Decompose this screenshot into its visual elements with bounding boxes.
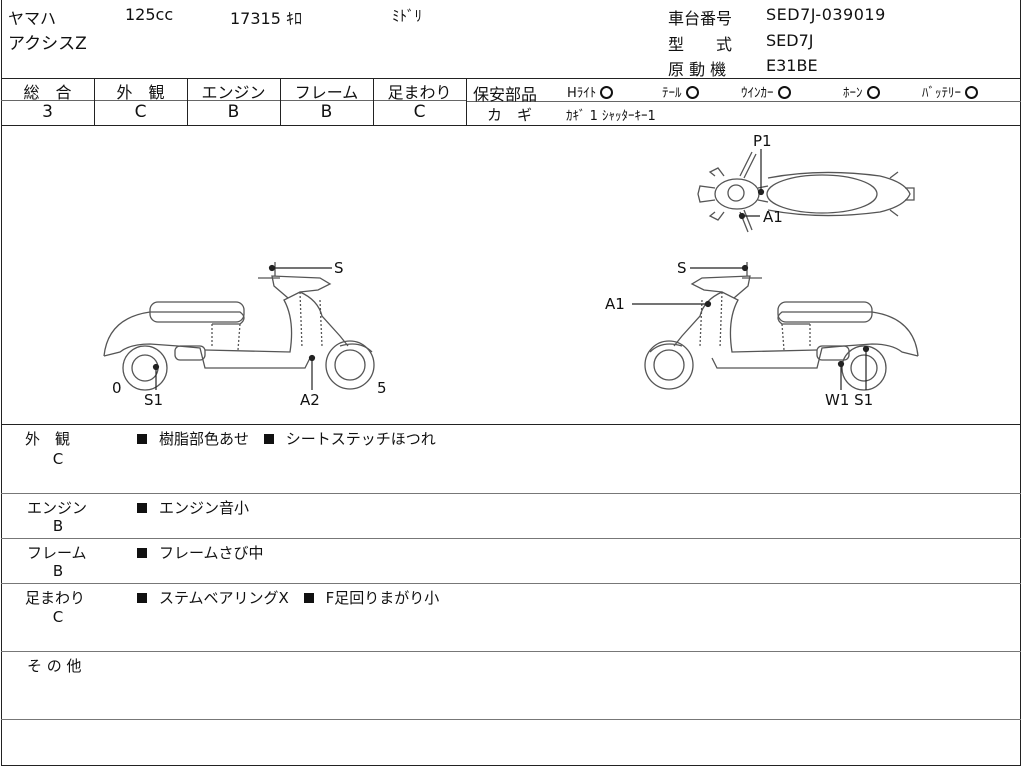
ok-circle-icon — [866, 86, 880, 99]
remark-notes-suspension: ステムベアリングX F足回りまがり小 — [137, 587, 439, 608]
remark-grade-frame: B — [52, 562, 64, 580]
bullet-square-icon — [137, 434, 147, 444]
bullet-square-icon — [303, 593, 314, 603]
remark-category-exterior: 外 観 — [25, 430, 71, 448]
ok-circle-icon — [777, 86, 791, 99]
remark-notes-engine: エンジン音小 — [137, 497, 249, 518]
engine-value: E31BE — [766, 56, 818, 75]
top-view-sketch — [697, 151, 915, 233]
ok-circle-icon — [600, 86, 614, 99]
remark-grade-exterior: C — [52, 450, 64, 468]
remark-grade-suspension: C — [52, 608, 64, 626]
key-value: ｶｷﾞ 1 ｼｬｯﾀｰｷｰ1 — [566, 109, 656, 124]
key-label: カ ギ — [487, 106, 533, 124]
grade-div-1 — [94, 78, 95, 125]
remark-note: 樹脂部色あせ — [159, 430, 250, 448]
safety-mid-rule — [467, 101, 1021, 102]
grade-div-4 — [373, 78, 374, 125]
type-label: 型 式 — [668, 35, 733, 54]
label-0: 0 — [112, 379, 122, 397]
grade-header-suspension: 足まわり — [387, 83, 452, 102]
grade-value-frame: B — [320, 102, 333, 122]
grade-header-exterior: 外 観 — [116, 83, 165, 102]
label-a1-right: A1 — [605, 295, 625, 313]
ok-circle-icon — [685, 86, 699, 99]
remarks-rule-4 — [1, 651, 1021, 652]
label-s-right: S — [677, 259, 687, 277]
grade-value-exterior: C — [134, 102, 147, 122]
remark-category-engine: エンジン — [27, 499, 88, 517]
remarks-rule-5 — [1, 719, 1021, 720]
grade-value-suspension: C — [413, 102, 426, 122]
safety-item-label: Hﾗｲﾄ — [567, 86, 597, 101]
grade-header-engine: エンジン — [201, 83, 266, 102]
bullet-square-icon — [263, 434, 274, 444]
bullet-square-icon — [137, 593, 147, 603]
model-name: アクシスZ — [8, 34, 87, 54]
left-view-sketch — [103, 262, 375, 391]
remark-category-other: そ の 他 — [27, 657, 82, 675]
remark-note: F足回りまがり小 — [325, 589, 440, 607]
color: ﾐﾄﾞﾘ — [392, 7, 423, 25]
grade-value-overall: 3 — [42, 102, 53, 122]
type-value: SED7J — [766, 31, 814, 50]
right-view-sketch — [644, 262, 919, 391]
label-p1: P1 — [753, 132, 772, 150]
bullet-square-icon — [137, 503, 147, 513]
remark-notes-exterior: 樹脂部色あせ シートステッチほつれ — [137, 428, 436, 449]
remark-note: ステムベアリングX — [159, 589, 289, 607]
safety-item-battery: ﾊﾞｯﾃﾘｰ — [922, 82, 978, 101]
grade-mid-rule — [1, 100, 467, 101]
label-w1-s1-right: W1 S1 — [825, 391, 873, 409]
maker: ヤマハ — [8, 9, 57, 28]
grade-top-rule — [1, 78, 1021, 79]
label-s-left: S — [334, 259, 344, 277]
remark-category-frame: フレーム — [27, 544, 87, 562]
safety-label: 保安部品 — [473, 85, 538, 104]
remark-grade-engine: B — [52, 517, 64, 535]
remarks-rule-1 — [1, 493, 1021, 494]
safety-item-label: ﾃｰﾙ — [662, 86, 682, 101]
label-s1-left: S1 — [144, 391, 163, 409]
engine-label: 原 動 機 — [668, 60, 727, 79]
grade-div-2 — [187, 78, 188, 125]
remarks-rule-3 — [1, 583, 1021, 584]
grade-header-frame: フレーム — [294, 83, 359, 102]
label-a2-left: A2 — [300, 391, 320, 409]
grade-div-5 — [466, 78, 467, 125]
remark-note: シートステッチほつれ — [285, 430, 436, 448]
safety-item-label: ｳｲﾝｶｰ — [741, 86, 774, 101]
ok-circle-icon — [965, 86, 978, 99]
label-5: 5 — [377, 379, 387, 397]
grade-header-overall: 総 合 — [23, 83, 72, 102]
grade-value-engine: B — [227, 102, 240, 122]
label-a1-top: A1 — [763, 208, 783, 226]
safety-item-winker: ｳｲﾝｶｰ — [741, 82, 791, 101]
remarks-rule-2 — [1, 538, 1021, 539]
frame-number-label: 車台番号 — [668, 9, 733, 28]
safety-item-label: ﾊﾞｯﾃﾘｰ — [922, 86, 961, 101]
bullet-square-icon — [137, 548, 147, 558]
remark-note: フレームさび中 — [159, 544, 264, 562]
frame-number: SED7J-039019 — [766, 5, 886, 24]
remarks-top-rule — [1, 424, 1021, 425]
mileage: 17315 ｷﾛ — [230, 9, 302, 28]
scooter-diagram: P1 A1 S S1 A2 0 5 S A1 W1 S1 — [103, 132, 919, 409]
displacement: 125cc — [125, 5, 174, 24]
grade-div-3 — [280, 78, 281, 125]
grade-bottom-rule — [1, 125, 1021, 126]
safety-item-horn: ﾎｰﾝ — [843, 82, 880, 101]
remark-category-suspension: 足まわり — [25, 589, 86, 607]
safety-item-label: ﾎｰﾝ — [843, 86, 863, 101]
remark-note: エンジン音小 — [159, 499, 250, 517]
safety-item-tail: ﾃｰﾙ — [662, 82, 699, 101]
remark-notes-frame: フレームさび中 — [137, 542, 264, 563]
safety-item-headlight: Hﾗｲﾄ — [567, 82, 614, 101]
